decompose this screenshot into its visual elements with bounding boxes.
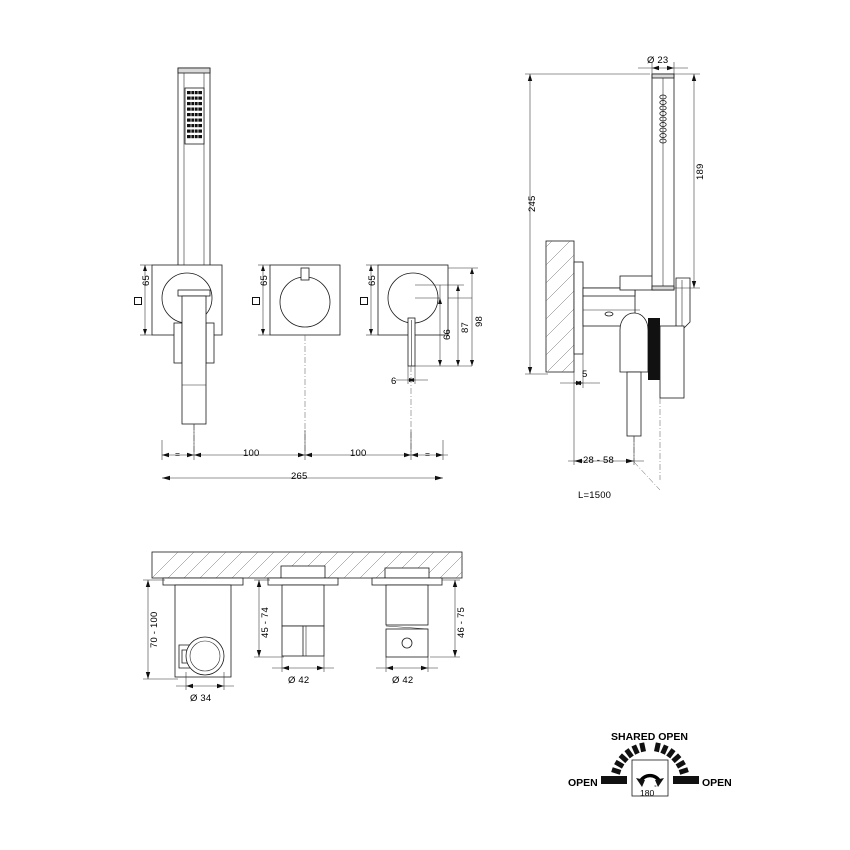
dim-plate-mid-square: 65: [259, 275, 270, 286]
wall-section: [545, 240, 575, 373]
rotation-arrow-icon: [636, 773, 664, 787]
dim-overall-width: 265: [291, 471, 308, 482]
section-column-mid: [267, 565, 339, 657]
handshower-side: [651, 73, 675, 291]
legend-open-right: OPEN: [702, 777, 732, 789]
hose-route: [633, 461, 661, 491]
plate-right-lever: [377, 264, 449, 452]
legend-angle-value: 180: [640, 788, 655, 798]
side-elevation-group: [525, 62, 700, 491]
dim-right-dia: Ø 42: [392, 675, 414, 686]
dim-bracket-dia: Ø 34: [190, 693, 212, 704]
dim-lever-len-outer: 98: [474, 316, 485, 327]
legend-open-left: OPEN: [568, 777, 598, 789]
dim-projection-range: 28 - 58: [583, 455, 614, 466]
dim-plate-left-square: 65: [141, 275, 152, 286]
wall-bracket-side: [675, 277, 691, 331]
dim-mid-depth: 45 - 74: [260, 607, 271, 638]
square-symbol-mid: [252, 297, 260, 305]
front-dimension-lines: [140, 264, 478, 481]
section-dimension-lines: [143, 579, 460, 690]
dim-spacing-left: 100: [243, 448, 260, 459]
square-symbol-left: [134, 297, 142, 305]
spray-holes: [187, 90, 202, 139]
dim-bracket-depth: 70 - 100: [149, 611, 160, 648]
legend-angle-unit: °: [654, 785, 657, 792]
dim-lever-len-inner: 66: [442, 329, 453, 340]
rotation-legend-graphic: [601, 742, 699, 797]
section-bracket-left: [162, 577, 244, 678]
plate-left-bracket: [151, 264, 223, 452]
handshower-front: [177, 67, 211, 291]
bottom-section-group: [143, 551, 463, 690]
dim-handshower-height: 189: [695, 163, 706, 180]
dim-wall-offset: 5: [582, 369, 588, 380]
dim-mid-dia: Ø 42: [288, 675, 310, 686]
plate-mid-knob: [269, 264, 341, 452]
square-symbol-right: [360, 297, 368, 305]
spray-dots-side: [659, 94, 667, 144]
equal-mark-right: =: [425, 449, 430, 459]
legend-title: SHARED OPEN: [611, 731, 689, 743]
front-elevation-group: [140, 67, 478, 481]
dim-right-depth: 46 - 75: [456, 607, 467, 638]
dim-handshower-dia: Ø 23: [647, 55, 669, 66]
dim-hose-length: L=1500: [578, 490, 612, 501]
section-column-right: [371, 567, 443, 658]
dim-spacing-right: 100: [350, 448, 367, 459]
handshower-seated: [619, 312, 685, 480]
side-dimension-lines: [525, 62, 700, 465]
dim-lever-thickness: 6: [391, 376, 397, 387]
dim-overall-height: 245: [527, 195, 538, 212]
equal-mark-left: =: [175, 449, 180, 459]
dim-plate-right-square: 65: [367, 275, 378, 286]
